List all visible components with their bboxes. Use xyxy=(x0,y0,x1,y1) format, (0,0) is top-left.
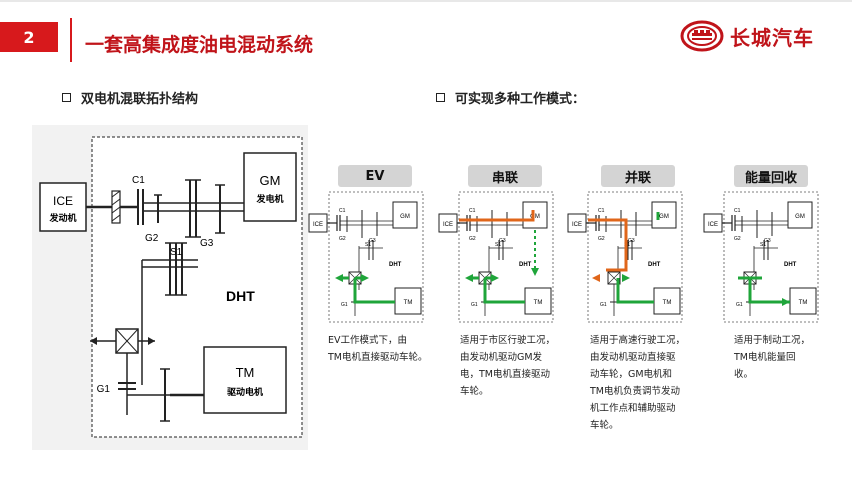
svg-text:GM: GM xyxy=(795,214,805,220)
svg-text:C1: C1 xyxy=(339,208,346,214)
mode-regen-desc: 适用于制动工况， TM电机能量回 收。 xyxy=(734,332,844,383)
bullet-topology-text: 双电机混联拓扑结构 xyxy=(81,92,199,107)
power-flow-overlay xyxy=(335,274,395,304)
mode-diagram-2: ICE C1 G2 G3 GM S1 DHT G1 TM xyxy=(567,191,683,323)
svg-text:S1: S1 xyxy=(760,242,766,248)
g2-label: G2 xyxy=(145,233,159,244)
svg-text:G3: G3 xyxy=(764,238,771,244)
svg-text:G3: G3 xyxy=(499,238,506,244)
svg-text:G2: G2 xyxy=(339,236,346,242)
header-top-line xyxy=(0,0,852,2)
desc-line: 由发动机驱动直接驱 xyxy=(590,352,676,363)
great-wall-emblem-icon xyxy=(680,20,724,52)
svg-text:TM: TM xyxy=(404,300,413,306)
page-title: 一套高集成度油电混动系统 xyxy=(85,34,314,56)
brand-logo: 长城汽车 xyxy=(680,20,814,52)
svg-text:DHT: DHT xyxy=(648,262,661,268)
desc-line: 收。 xyxy=(734,369,754,380)
svg-text:ICE: ICE xyxy=(708,222,718,228)
svg-text:G1: G1 xyxy=(471,302,478,308)
gm-sub-label: 发电机 xyxy=(255,193,283,204)
desc-line: 车轮。 xyxy=(590,420,619,431)
svg-text:GM: GM xyxy=(659,214,669,220)
svg-text:DHT: DHT xyxy=(784,262,797,268)
svg-text:TM: TM xyxy=(663,300,672,306)
svg-text:GM: GM xyxy=(530,214,540,220)
desc-line: 电，TM电机直接驱动 xyxy=(460,369,550,380)
s1-label: S1 xyxy=(170,247,183,258)
svg-text:ICE: ICE xyxy=(572,222,582,228)
svg-text:C1: C1 xyxy=(734,208,741,214)
desc-line: 车轮。 xyxy=(460,386,489,397)
desc-line: 适用于高速行驶工况， xyxy=(590,335,686,346)
svg-text:C1: C1 xyxy=(469,208,476,214)
svg-text:G2: G2 xyxy=(469,236,476,242)
bullet-topology: 双电机混联拓扑结构 xyxy=(62,88,198,107)
mode-series-desc: 适用于市区行驶工况， 由发动机驱动GM发 电，TM电机直接驱动 车轮。 xyxy=(460,332,570,400)
bullet-square-icon xyxy=(62,93,71,102)
topology-diagram: ICE 发动机 C1 G2 G3 GM 发电机 S1 DHT G1 xyxy=(32,125,308,450)
svg-text:ICE: ICE xyxy=(443,222,453,228)
svg-text:G1: G1 xyxy=(736,302,743,308)
desc-line: 机工作点和辅助驱动 xyxy=(590,403,676,414)
bullet-square-icon xyxy=(436,93,445,102)
mode-diagram-0: ICE C1 G2 G3 GM S1 DHT G1 TM xyxy=(308,191,424,323)
svg-text:C1: C1 xyxy=(598,208,605,214)
gm-label: GM xyxy=(260,173,281,188)
desc-line: TM电机负责调节发动 xyxy=(590,386,680,397)
svg-text:TM: TM xyxy=(534,300,543,306)
svg-text:G3: G3 xyxy=(628,238,635,244)
svg-text:S1: S1 xyxy=(495,242,501,248)
tm-label: TM xyxy=(236,365,255,380)
header-divider xyxy=(70,18,72,62)
svg-text:DHT: DHT xyxy=(389,262,402,268)
power-flow-overlay xyxy=(738,276,790,306)
desc-line: 由发动机驱动GM发 xyxy=(460,352,543,363)
svg-text:ICE: ICE xyxy=(313,222,323,228)
mode-ev-desc: EV工作模式下，由 TM电机直接驱动车轮。 xyxy=(328,332,438,366)
svg-text:TM: TM xyxy=(799,300,808,306)
dht-label: DHT xyxy=(226,288,255,304)
mode-parallel-desc: 适用于高速行驶工况， 由发动机驱动直接驱 动车轮，GM电机和 TM电机负责调节发… xyxy=(590,332,700,434)
g1-label: G1 xyxy=(97,384,111,395)
mode-diagram-1: ICE C1 G2 G3 GM S1 DHT G1 TM xyxy=(438,191,554,323)
g3-label: G3 xyxy=(200,238,214,249)
brand-name: 长城汽车 xyxy=(730,25,814,50)
svg-text:G2: G2 xyxy=(734,236,741,242)
gm-box xyxy=(243,152,297,222)
svg-text:G3: G3 xyxy=(369,238,376,244)
svg-text:S1: S1 xyxy=(365,242,371,248)
desc-line: TM电机能量回 xyxy=(734,352,796,363)
page-number: 2 xyxy=(0,22,58,52)
mode-regen-label: 能量回收 xyxy=(734,165,808,187)
desc-line: 适用于制动工况， xyxy=(734,335,811,346)
desc-line: 适用于市区行驶工况， xyxy=(460,335,556,346)
tm-sub-label: 驱动电机 xyxy=(227,386,263,397)
svg-text:G2: G2 xyxy=(598,236,605,242)
power-flow-overlay xyxy=(459,210,539,304)
desc-line: TM电机直接驱动车轮。 xyxy=(328,352,428,363)
tm-box xyxy=(203,346,287,414)
mode-diagram-3: ICE C1 G2 G3 GM S1 DHT G1 TM xyxy=(703,191,819,323)
c1-label: C1 xyxy=(132,175,145,186)
mode-ev-label: EV xyxy=(338,165,412,187)
ice-label: ICE xyxy=(53,194,73,208)
mode-series-label: 串联 xyxy=(468,165,542,187)
ice-sub-label: 发动机 xyxy=(48,212,76,223)
svg-text:GM: GM xyxy=(400,214,410,220)
svg-text:G1: G1 xyxy=(600,302,607,308)
desc-line: 动车轮，GM电机和 xyxy=(590,369,673,380)
svg-text:G1: G1 xyxy=(341,302,348,308)
bullet-modes-text: 可实现多种工作模式： xyxy=(455,92,586,107)
svg-text:DHT: DHT xyxy=(519,262,532,268)
mode-parallel-label: 并联 xyxy=(601,165,675,187)
bullet-modes: 可实现多种工作模式： xyxy=(436,88,585,107)
power-flow-overlay xyxy=(588,212,660,304)
desc-line: EV工作模式下，由 xyxy=(328,335,408,346)
